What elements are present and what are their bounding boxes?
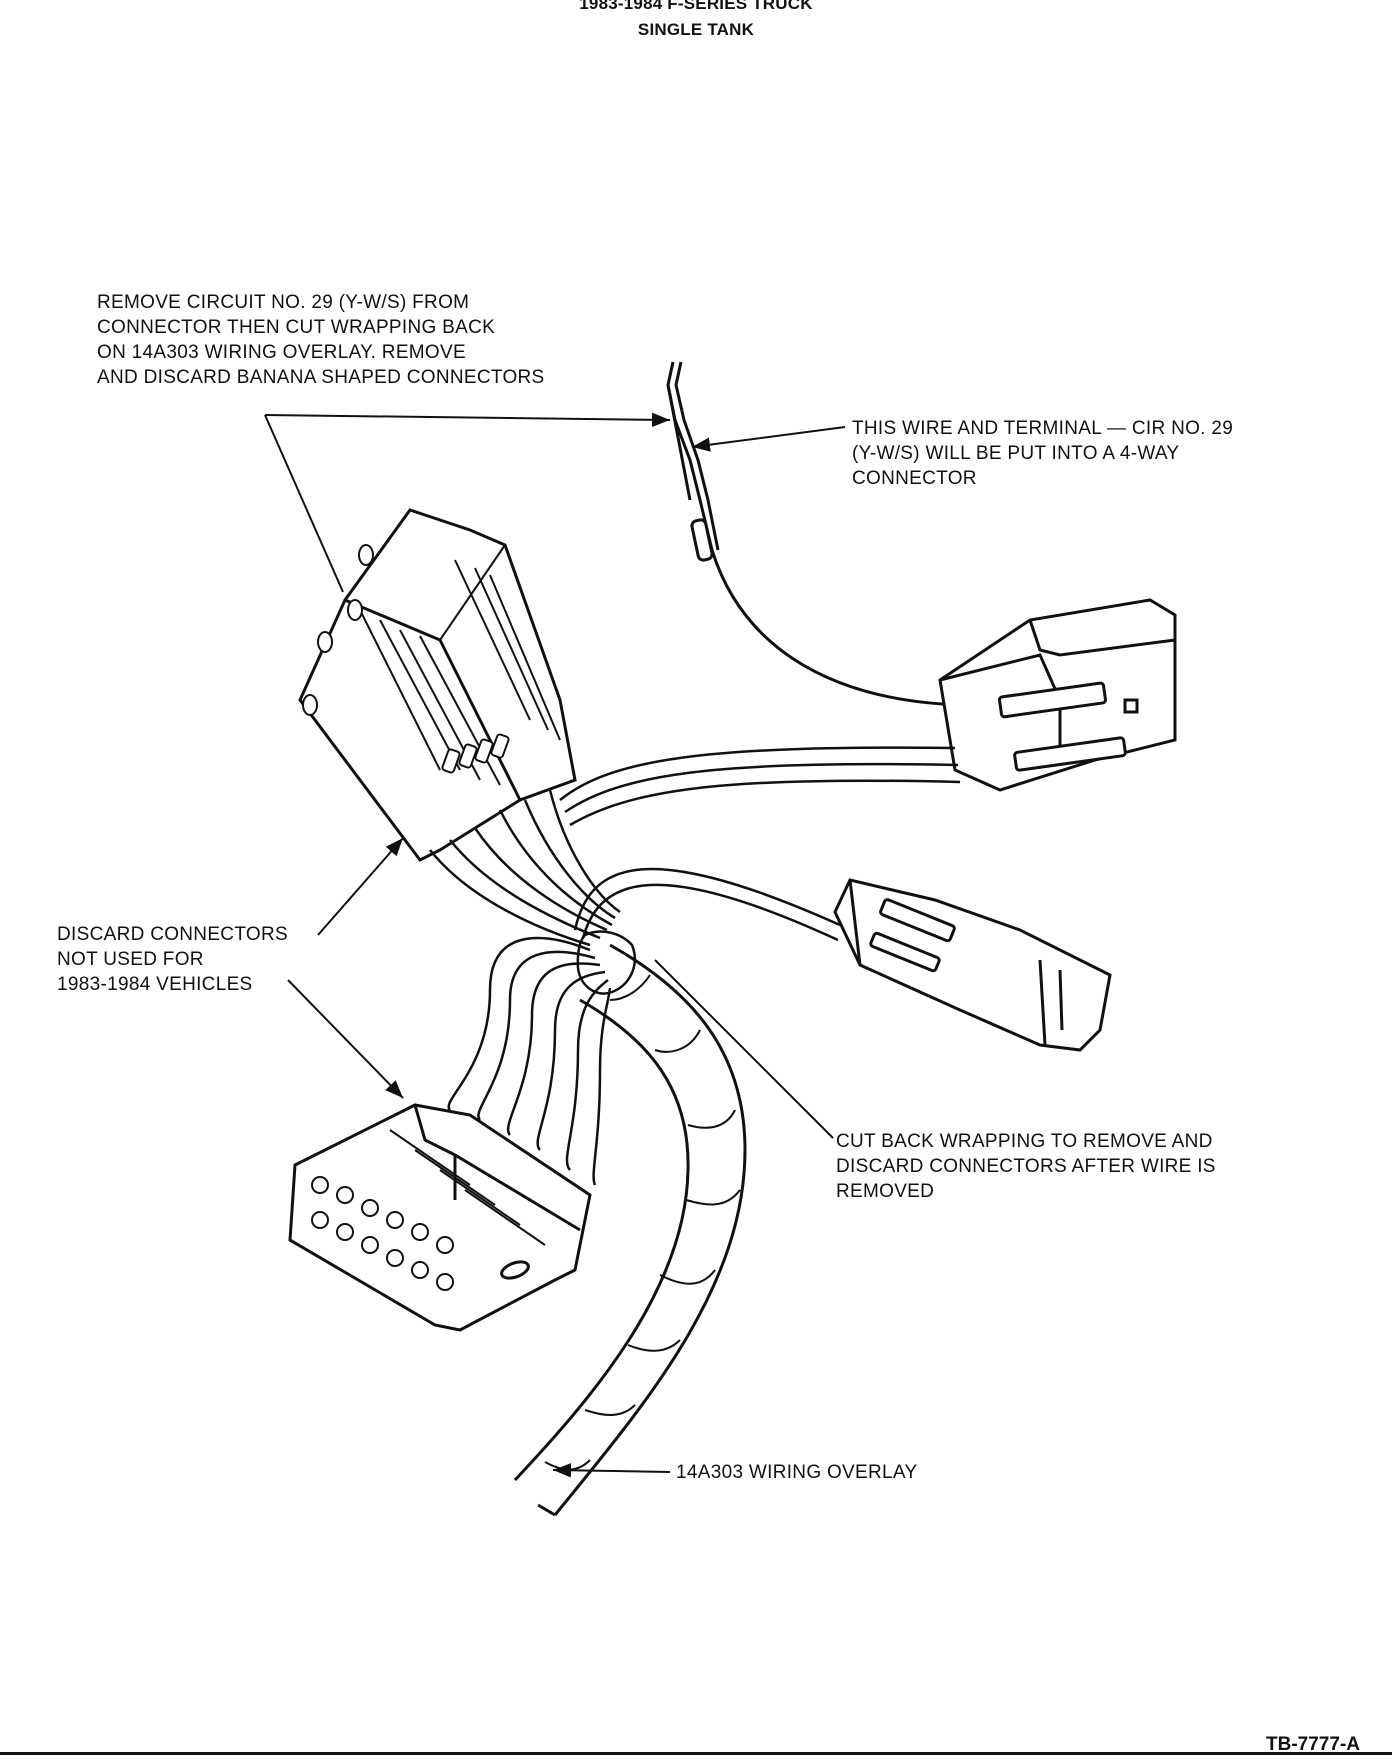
lower-multi-pin-connector	[288, 1103, 592, 1332]
remove-circuit-note: REMOVE CIRCUIT NO. 29 (Y-W/S) FROM CONNE…	[97, 292, 545, 388]
four-way-wires	[559, 746, 961, 827]
circuit-29-wire	[666, 361, 961, 707]
wire-bundle	[429, 789, 621, 947]
wire-terminal-note: THIS WIRE AND TERMINAL — CIR NO. 29 (Y-W…	[852, 418, 1234, 489]
two-way-wires	[573, 867, 841, 942]
leader-lines	[264, 412, 846, 1478]
bottom-rule	[0, 1752, 1392, 1755]
diagram-subtitle: SINGLE TANK	[637, 20, 755, 39]
cut-back-wrapping-note: CUT BACK WRAPPING TO REMOVE AND DISCARD …	[836, 1131, 1216, 1202]
figure-id: TB-7777-A	[1266, 1734, 1360, 1755]
discard-connectors-note: DISCARD CONNECTORS NOT USED FOR 1983-198…	[57, 924, 288, 995]
wiring-overlay-label: 14A303 WIRING OVERLAY	[676, 1462, 918, 1483]
four-way-connector	[938, 598, 1177, 792]
lower-connector-wires	[447, 936, 612, 1186]
two-way-connector	[833, 878, 1112, 1052]
banana-connector-block	[298, 508, 577, 862]
wiring-overlay-harness	[513, 930, 747, 1517]
diagram-title: 1983-1984 F-SERIES TRUCK	[579, 0, 813, 13]
